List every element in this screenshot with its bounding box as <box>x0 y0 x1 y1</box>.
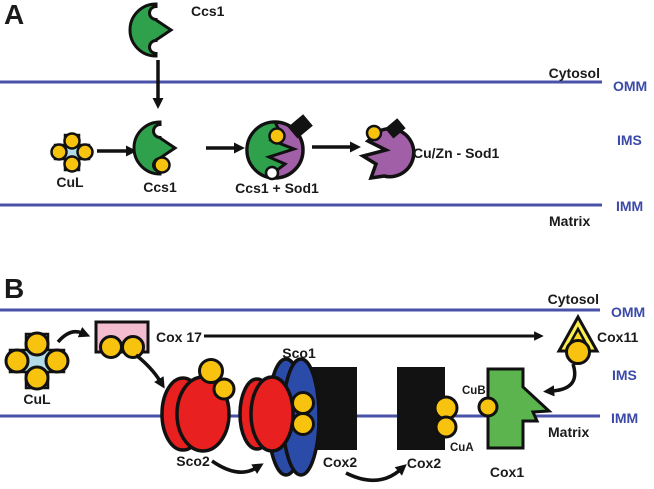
ccs1-half <box>245 120 299 180</box>
cua-copper-dot <box>434 415 458 439</box>
cul-cluster-a <box>50 132 94 173</box>
cox11-shape <box>556 313 600 365</box>
sco2-shape <box>160 358 236 453</box>
copper-dot <box>24 365 50 391</box>
cuzn-sod1-label: Cu/Zn - Sod1 <box>413 145 500 161</box>
cua-label: CuA <box>450 442 474 454</box>
copper-dot <box>44 348 70 374</box>
matrix-label-b: Matrix <box>548 424 589 440</box>
panel-a: A Ccs1 CuL Ccs1 <box>0 0 647 229</box>
cub-copper-dot <box>477 396 499 418</box>
sco2-label: Sco2 <box>176 453 210 469</box>
copper-dot <box>4 348 30 374</box>
copper-dot-on-ccs1 <box>153 156 171 174</box>
cytosol-label-b: Cytosol <box>548 291 599 307</box>
ccs1-cytosol-shape <box>128 2 173 58</box>
panel-b-letter: B <box>4 273 24 304</box>
cox1-label: Cox1 <box>490 464 524 480</box>
omm-label-b: OMM <box>611 304 645 320</box>
ims-label-b: IMS <box>612 367 637 383</box>
copper-dot <box>76 143 94 161</box>
cul-cluster-b <box>4 331 70 391</box>
cox2-transfer-arrow <box>345 464 407 482</box>
cul-label-a: CuL <box>56 174 84 190</box>
ims-label-a: IMS <box>617 132 642 148</box>
copper-dot-on-cox11 <box>565 339 591 365</box>
imm-label-a: IMM <box>616 198 643 214</box>
complex-label: Ccs1 + Sod1 <box>235 180 319 196</box>
matrix-label-a: Matrix <box>549 213 590 229</box>
cuzn-sod1-shape <box>358 118 416 181</box>
sco1-cox2-complex <box>238 357 357 477</box>
copper-dot <box>63 132 81 150</box>
cub-label: CuB <box>462 385 486 397</box>
copper-dot <box>50 143 68 161</box>
cox17-to-sco2-arrow <box>134 353 165 389</box>
cox1-shape <box>486 367 553 450</box>
cox2-free-label: Cox2 <box>407 455 441 471</box>
copper-dot <box>24 331 50 357</box>
zinc-diamond <box>287 114 313 139</box>
copper-dot-in-complex <box>268 127 286 145</box>
copper-dot-on-cox17 <box>121 335 145 359</box>
cox17-label: Cox 17 <box>156 329 202 345</box>
panel-a-letter: A <box>4 0 24 30</box>
ccs1-ims-label: Ccs1 <box>143 179 177 195</box>
cox11-label: Cox11 <box>597 329 638 345</box>
copper-dot <box>63 155 81 173</box>
cul-to-cox17-arrow <box>56 326 91 344</box>
sco1-label: Sco1 <box>282 345 316 361</box>
cul-ligand-cross <box>8 332 66 390</box>
ccs1-sod1-complex-shape <box>245 114 313 181</box>
copper-dot-on-sod1 <box>365 124 383 142</box>
copper-dot-on-sco1 <box>291 391 315 415</box>
omm-label-a: OMM <box>613 78 647 94</box>
cox11-to-cox1-arrow <box>543 363 577 397</box>
sco2-to-sco1-arrow <box>211 459 264 474</box>
copper-dot-on-sco2 <box>212 377 236 401</box>
sco2-oval-docked <box>249 375 295 453</box>
complex-notch <box>264 165 280 181</box>
cox2-complexed-label: Cox2 <box>323 454 357 470</box>
ccs1-cytosol-label: Ccs1 <box>191 3 225 19</box>
imm-label-b: IMM <box>611 410 638 426</box>
copper-dot-on-sco1 <box>291 412 315 436</box>
copper-dot-on-cox17 <box>99 335 123 359</box>
cox2-free-shape <box>397 367 459 450</box>
zinc-diamond <box>385 118 406 139</box>
cytosol-label-a: Cytosol <box>549 65 600 81</box>
cul-label-b: CuL <box>23 391 51 407</box>
copper-dot-on-sco2 <box>198 358 224 384</box>
cox17-shape <box>94 320 150 359</box>
panel-b: B CuL Cox 17 <box>0 273 645 482</box>
